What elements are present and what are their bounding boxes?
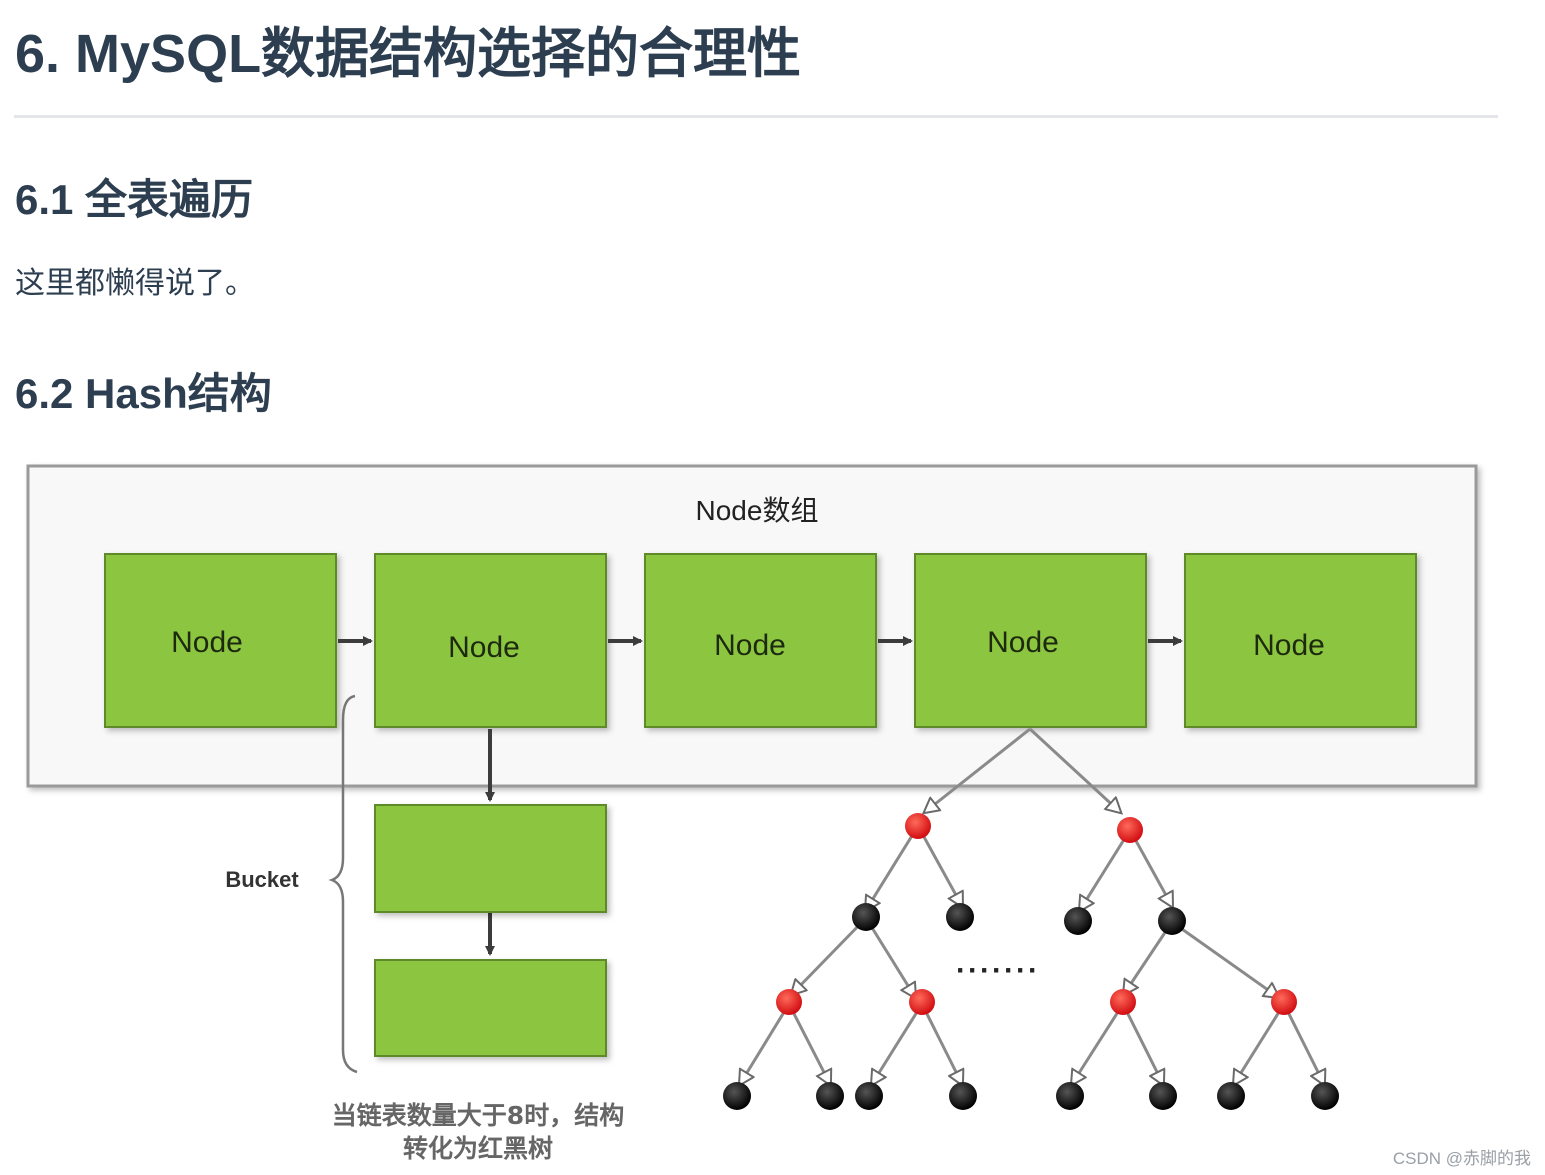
node-label: Node — [987, 626, 1059, 659]
node-5: Node — [1184, 553, 1417, 728]
node-label: Node — [1253, 629, 1325, 662]
csdn-watermark: CSDN @赤脚的我 — [1392, 1149, 1531, 1168]
hash-structure-figure: Node数组 Node Node Node Node Node — [0, 440, 1545, 1175]
node-label: Node — [714, 629, 786, 662]
bucket-node-2 — [374, 959, 607, 1057]
bucket-label: Bucket — [225, 867, 299, 892]
figure-caption-line1: 当链表数量大于8时，结构 — [332, 1101, 624, 1130]
node-label: Node — [171, 626, 243, 659]
node-4: Node — [914, 553, 1147, 728]
node-label: Node — [448, 631, 520, 664]
title-divider — [14, 115, 1498, 118]
section-heading-hash: 6.2 Hash结构 — [15, 370, 272, 417]
section-text-full-scan: 这里都懒得说了。 — [15, 267, 255, 300]
tree-ellipsis: ······· — [956, 954, 1040, 987]
hash-diagram: Node数组 Node Node Node Node Node — [26, 464, 1478, 1163]
node-2: Node — [374, 553, 607, 728]
tree-red-nodes — [776, 813, 1297, 1015]
bucket-brace — [328, 694, 358, 1074]
tree-black-nodes — [723, 903, 1339, 1110]
node-1: Node — [104, 553, 337, 728]
tree-edges — [740, 727, 1324, 1084]
page-title: 6. MySQL数据结构选择的合理性 — [15, 24, 802, 84]
bucket-node-1 — [374, 804, 607, 913]
section-heading-full-scan: 6.1 全表遍历 — [15, 176, 254, 223]
node-3: Node — [644, 553, 877, 728]
figure-caption-line2: 转化为红黑树 — [403, 1134, 553, 1163]
node-array-label: Node数组 — [696, 495, 819, 526]
